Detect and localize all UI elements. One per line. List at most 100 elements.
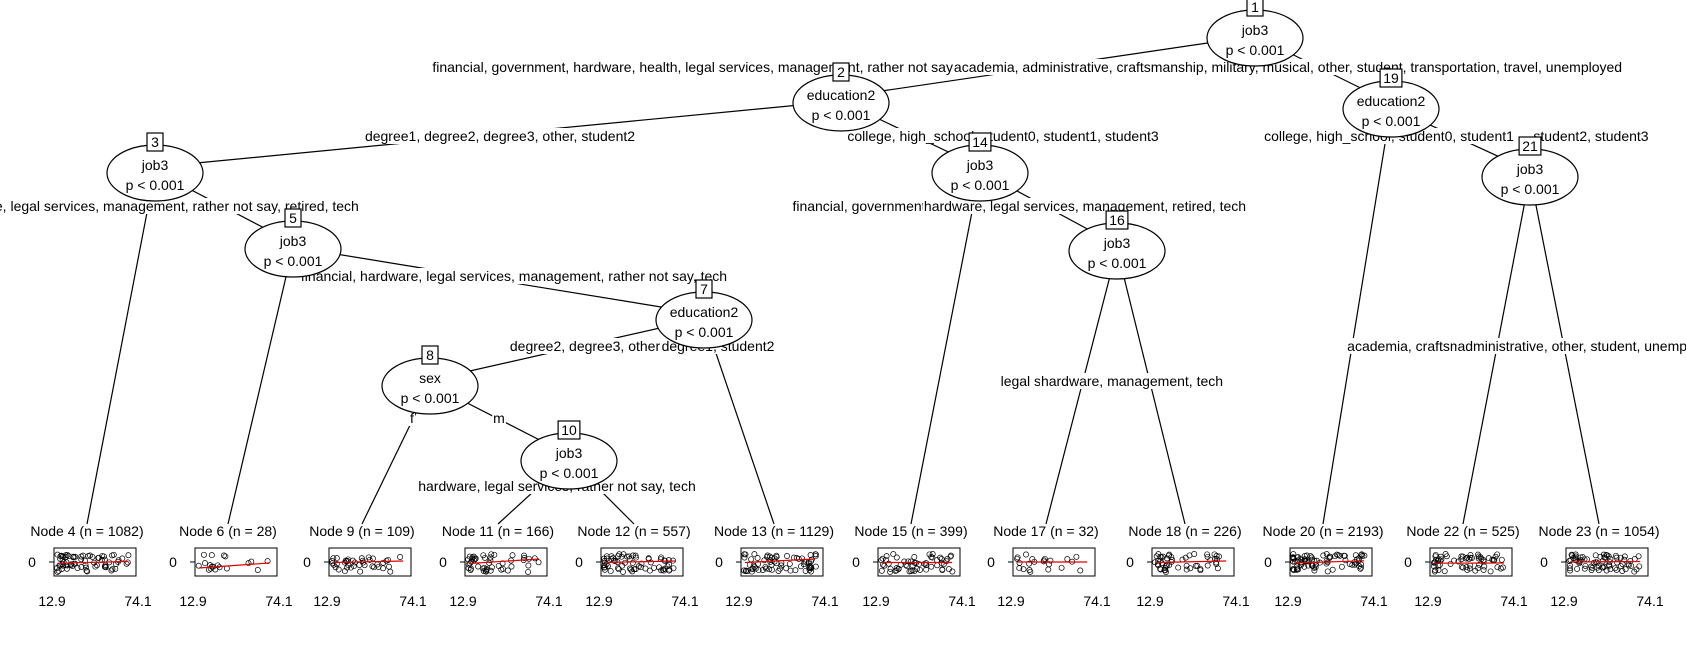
scatter-point [628,566,634,573]
scatter-point [1077,567,1084,574]
scatter-point [365,554,372,561]
scatter-point [773,553,780,560]
x-min-label: 12.9 [449,593,476,609]
y-tick-label: 0 [1404,554,1412,570]
scatter-point [330,555,337,562]
scatter-point [1463,564,1470,571]
x-max-label: 74.1 [1360,593,1387,609]
scatter-point [615,553,622,560]
scatter-point [1599,558,1606,565]
scatter-point [1475,551,1481,558]
x-max-label: 74.1 [671,593,698,609]
scatter-point [928,563,935,570]
node-pvalue: p < 0.001 [1226,42,1285,58]
scatter-point [195,562,202,569]
scatter-point [1323,560,1330,567]
node-id-label: 16 [1109,212,1125,228]
fitted-trend-line [332,560,404,564]
scatter-point [342,557,349,564]
scatter-point [220,552,227,559]
scatter-point [1359,553,1366,559]
scatter-point [60,559,67,566]
y-tick-label: 0 [28,554,36,570]
scatter-point [1621,553,1628,560]
fitted-trend-line [468,558,540,565]
node-variable: job3 [555,445,583,461]
scatter-point [1204,551,1211,558]
scatter-point [890,551,897,558]
scatter-point [332,564,339,571]
node-pvalue: p < 0.001 [540,465,599,481]
y-tick-label: 0 [303,554,311,570]
scatter-point [62,554,69,560]
node-id-label: 14 [972,134,988,150]
scatter-point [786,560,793,567]
edge-label-bg [508,338,662,354]
scatter-point [1601,554,1608,561]
scatter-point [366,556,373,563]
scatter-point [1014,554,1021,561]
scatter-point [1186,552,1193,559]
node-id-label: 8 [426,347,434,363]
terminal-title: Node 22 (n = 525) [1406,523,1519,539]
edge-label-bg [1456,338,1686,354]
scatter-point [1351,561,1358,568]
scatter-point [1464,566,1471,573]
scatter-point [72,553,79,560]
x-max-label: 74.1 [811,593,838,609]
x-min-label: 12.9 [1136,593,1163,609]
edge-label-bg [363,128,637,144]
scatter-point [620,568,626,575]
terminal-title: Node 17 (n = 32) [993,523,1098,539]
scatter-point [911,554,918,560]
scatter-point [1588,567,1595,573]
edge-label-3-4: financial, hardware, legal services, man… [0,198,359,214]
edge-label-bg [922,198,1248,214]
node-id-box [146,132,164,152]
node-variable: education2 [1357,93,1426,109]
scatter-point [1447,560,1454,567]
scatter-point [329,558,336,564]
scatter-point [109,552,116,559]
scatter-point [1464,554,1471,561]
scatter-point [1313,557,1320,564]
scatter-point [1595,562,1602,569]
scatter-point [350,563,357,570]
scatter-point [245,560,252,567]
scatter-point [1027,568,1034,575]
scatter-point [807,565,813,571]
scatter-point [202,560,208,567]
scatter-point [491,551,498,558]
scatter-point [99,552,106,559]
node-variable: job3 [1241,22,1269,38]
y-tick-label: 0 [715,554,723,570]
scatter-point [777,565,783,572]
node-variable: job3 [1103,235,1131,251]
y-tick-label: 0 [1264,554,1272,570]
scatter-point [1475,555,1482,562]
scatter-point [1047,557,1054,564]
scatter-point [58,566,65,572]
scatter-point [1302,558,1309,564]
terminal-title: Node 13 (n = 1129) [714,523,834,539]
scatter-point [535,559,542,566]
scatter-point [887,568,894,575]
x-min-label: 12.9 [1414,593,1441,609]
scatter-point [1590,559,1597,566]
scatter-point [108,567,115,574]
scatter-point [1476,561,1482,568]
scatter-point [472,555,479,562]
scatter-point [102,564,109,571]
scatter-point [928,554,935,560]
x-min-label: 12.9 [38,593,65,609]
x-max-label: 74.1 [1222,593,1249,609]
scatter-point [607,568,614,575]
scatter-point [82,557,89,564]
